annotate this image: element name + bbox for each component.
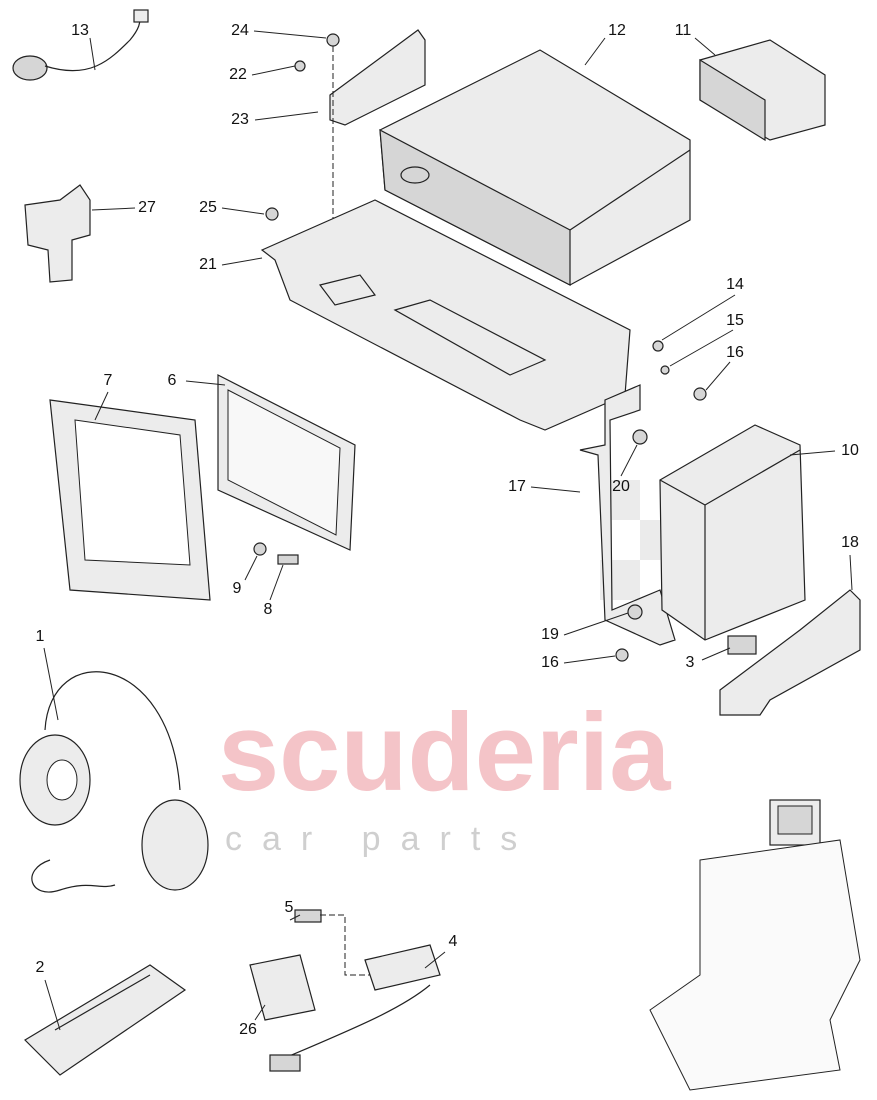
- callout-12[interactable]: 12: [608, 22, 626, 39]
- callout-1[interactable]: 1: [36, 628, 45, 645]
- part-2-remote-control[interactable]: [24, 964, 187, 1076]
- callout-19[interactable]: 19: [541, 626, 559, 643]
- callout-7[interactable]: 7: [104, 372, 113, 389]
- callout-23[interactable]: 23: [231, 111, 249, 128]
- seat-with-headrest-screen: [649, 799, 861, 1091]
- callout-15[interactable]: 15: [726, 312, 744, 329]
- part-6-display-screen[interactable]: [217, 374, 356, 551]
- watermark-sub: car parts: [225, 820, 537, 858]
- part-3-pad[interactable]: [727, 635, 757, 655]
- part-26-connector-panel[interactable]: [249, 954, 316, 1021]
- part-23-bracket[interactable]: [329, 29, 426, 126]
- callout-25[interactable]: 25: [199, 199, 217, 216]
- callout-8[interactable]: 8: [264, 601, 273, 618]
- part-27-clip[interactable]: [24, 184, 91, 283]
- part-22-screw[interactable]: [294, 60, 306, 72]
- part-1-headphones[interactable]: [19, 671, 209, 893]
- callout-24[interactable]: 24: [231, 22, 249, 39]
- watermark: scuderia car parts: [218, 691, 671, 858]
- callout-10[interactable]: 10: [841, 442, 859, 459]
- callout-5[interactable]: 5: [285, 899, 294, 916]
- part-7-trim-bezel[interactable]: [49, 399, 211, 601]
- callout-16[interactable]: 16: [726, 344, 744, 361]
- callout-20[interactable]: 20: [612, 478, 630, 495]
- callout-16-lower[interactable]: 16: [541, 654, 559, 671]
- callout-17[interactable]: 17: [508, 478, 526, 495]
- watermark-brand: scuderia: [218, 691, 671, 814]
- callout-4[interactable]: 4: [449, 933, 458, 950]
- part-19-nut[interactable]: [627, 604, 643, 620]
- part-20-nut[interactable]: [632, 429, 648, 445]
- leader-lines: [43, 30, 853, 1031]
- part-15-washer[interactable]: [660, 365, 670, 375]
- callout-labels: 13 24 22 23 12 11 27 25 21 14 15 16 7 6 …: [36, 22, 859, 1038]
- part-9-washer[interactable]: [253, 542, 267, 556]
- part-5-screw[interactable]: [294, 909, 322, 923]
- part-11-dvd-magazine[interactable]: [699, 39, 826, 142]
- part-4-connector-with-harness[interactable]: [269, 944, 441, 1072]
- callout-9[interactable]: 9: [233, 580, 242, 597]
- part-21-mounting-tray[interactable]: [260, 199, 631, 431]
- part-25-nut[interactable]: [265, 207, 279, 221]
- callout-26[interactable]: 26: [239, 1021, 257, 1038]
- part-18-bracket[interactable]: [719, 589, 861, 716]
- callout-18[interactable]: 18: [841, 534, 859, 551]
- part-10-control-unit[interactable]: [659, 424, 806, 641]
- part-16-nut[interactable]: [693, 387, 707, 401]
- callout-13[interactable]: 13: [71, 22, 89, 39]
- part-8-screw[interactable]: [277, 554, 299, 565]
- part-12-dvd-changer[interactable]: [379, 49, 691, 286]
- part-14-screw[interactable]: [652, 340, 664, 352]
- part-24-nut[interactable]: [326, 33, 340, 47]
- callout-2[interactable]: 2: [36, 959, 45, 976]
- part-16-nut-lower[interactable]: [615, 648, 629, 662]
- callout-11[interactable]: 11: [675, 22, 692, 39]
- part-17-bracket[interactable]: [579, 384, 676, 646]
- callout-21[interactable]: 21: [199, 256, 217, 273]
- callout-6[interactable]: 6: [168, 372, 177, 389]
- callout-27[interactable]: 27: [138, 199, 156, 216]
- part-13-microphone[interactable]: [12, 9, 149, 81]
- callout-14[interactable]: 14: [726, 276, 744, 293]
- callout-22[interactable]: 22: [229, 66, 247, 83]
- callout-3[interactable]: 3: [686, 654, 695, 671]
